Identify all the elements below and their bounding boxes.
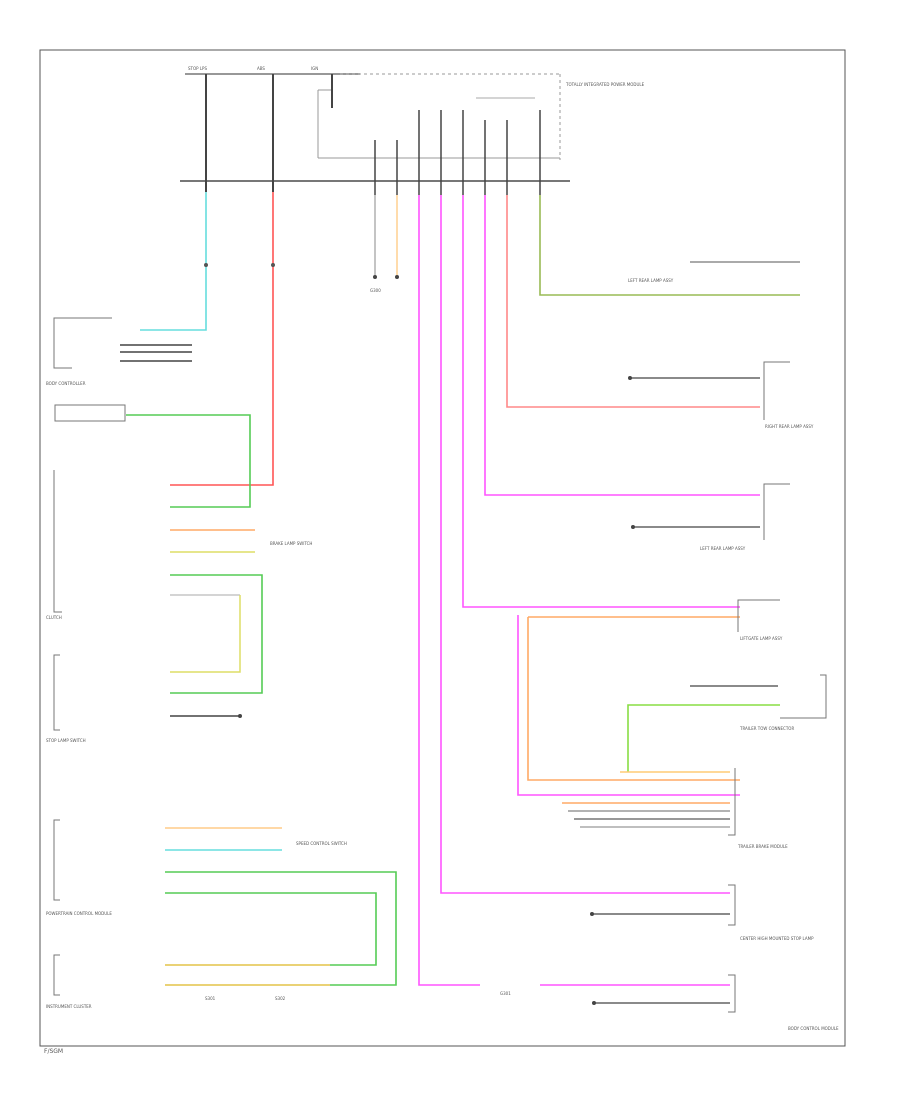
- wire-pink-c: [462, 195, 740, 608]
- wire-red-b: [170, 192, 274, 486]
- clutch-module-box: [54, 404, 126, 422]
- wire-pink-main: [418, 195, 480, 986]
- module-pins: [374, 110, 541, 195]
- left-rear-lamp-label: LEFT REAR LAMP ASSY: [700, 546, 746, 551]
- body-controller-box: [53, 317, 112, 369]
- powertrain-label: POWERTRAIN CONTROL MODULE: [46, 911, 112, 916]
- splice-dot-b: [271, 263, 275, 267]
- stop-lamp-switch-box: [53, 654, 60, 731]
- trailer-brake-box: [728, 768, 736, 836]
- powertrain-box: [53, 819, 60, 901]
- ground-dot-left: [238, 714, 242, 718]
- stub-ground-label: G300: [370, 288, 381, 293]
- splice-dot-a: [204, 263, 208, 267]
- wire-green-pcm2: [165, 892, 377, 966]
- trailer-brake-wires: [562, 771, 730, 828]
- module-label: TOTALLY INTEGRATED POWER MODULE: [565, 82, 645, 87]
- wire-yellow-b: [170, 595, 241, 673]
- right-rear-lamp-label: RIGHT REAR LAMP ASSY: [765, 424, 814, 429]
- chmsl-label: CENTER HIGH MOUNTED STOP LAMP: [740, 936, 814, 941]
- splice-label-b: S302: [275, 996, 286, 1001]
- bottom-ground-dot: [592, 1001, 596, 1005]
- chmsl-box: [728, 884, 736, 926]
- brake-switch-label: BRAKE LAMP SWITCH: [270, 541, 312, 546]
- stub-375-end: [373, 275, 377, 279]
- speed-control-label: SPEED CONTROL SWITCH: [296, 841, 347, 846]
- wire-olive: [539, 195, 800, 296]
- right-lamp-ground-dot: [628, 376, 632, 380]
- liftgate-lamp-label: LIFTGATE LAMP ASSY: [740, 636, 783, 641]
- wire-orange-down: [527, 617, 740, 781]
- body-controller-label: BODY CONTROLLER: [46, 381, 86, 386]
- bottom-right-box: [728, 974, 736, 1013]
- fuse-label-b: ABS: [257, 66, 265, 71]
- bottom-right-label: BODY CONTROL MODULE: [788, 1026, 839, 1031]
- liftgate-box: [737, 599, 780, 632]
- wire-light-red: [506, 195, 760, 408]
- stop-lamp-switch-label: STOP LAMP SWITCH: [46, 738, 86, 743]
- trailer-connector-label: TRAILER TOW CONNECTOR: [739, 726, 794, 731]
- left-lamp-ground-dot: [631, 525, 635, 529]
- wire-green-b: [170, 574, 263, 694]
- splice-label-a: S301: [205, 996, 216, 1001]
- wire-green-clutch: [126, 414, 251, 508]
- fuse-label-a: STOP LPS: [188, 66, 207, 71]
- wire-pink-e: [517, 615, 740, 796]
- body-controller-wires: [120, 344, 192, 362]
- wire-pink-b: [440, 195, 730, 894]
- chmsl-ground-dot: [590, 912, 594, 916]
- right-mirror-label: LEFT REAR LAMP ASSY: [628, 278, 674, 283]
- right-lamp-box: [763, 361, 790, 420]
- footer-code: F/SGM: [44, 1048, 63, 1055]
- diagram-frame: [39, 49, 846, 1047]
- wire-green-pcm: [165, 871, 397, 986]
- stub-397-end: [395, 275, 399, 279]
- trailer-box: [780, 674, 827, 719]
- fuse-label-c: IGN: [311, 66, 318, 71]
- left-lamp-box: [763, 483, 790, 540]
- wire-lime-trailer: [627, 704, 780, 772]
- clutch-label: CLUTCH: [46, 615, 62, 620]
- instrument-cluster-label: INSTRUMENT CLUSTER: [46, 1004, 92, 1009]
- trailer-brake-label: TRAILER BRAKE MODULE: [737, 844, 788, 849]
- wire-cyan-a: [140, 192, 207, 331]
- clutch-left-box: [53, 470, 62, 613]
- instrument-cluster-box: [53, 954, 60, 996]
- wire-pink-d: [484, 195, 760, 496]
- ground-label-b: G301: [500, 991, 511, 996]
